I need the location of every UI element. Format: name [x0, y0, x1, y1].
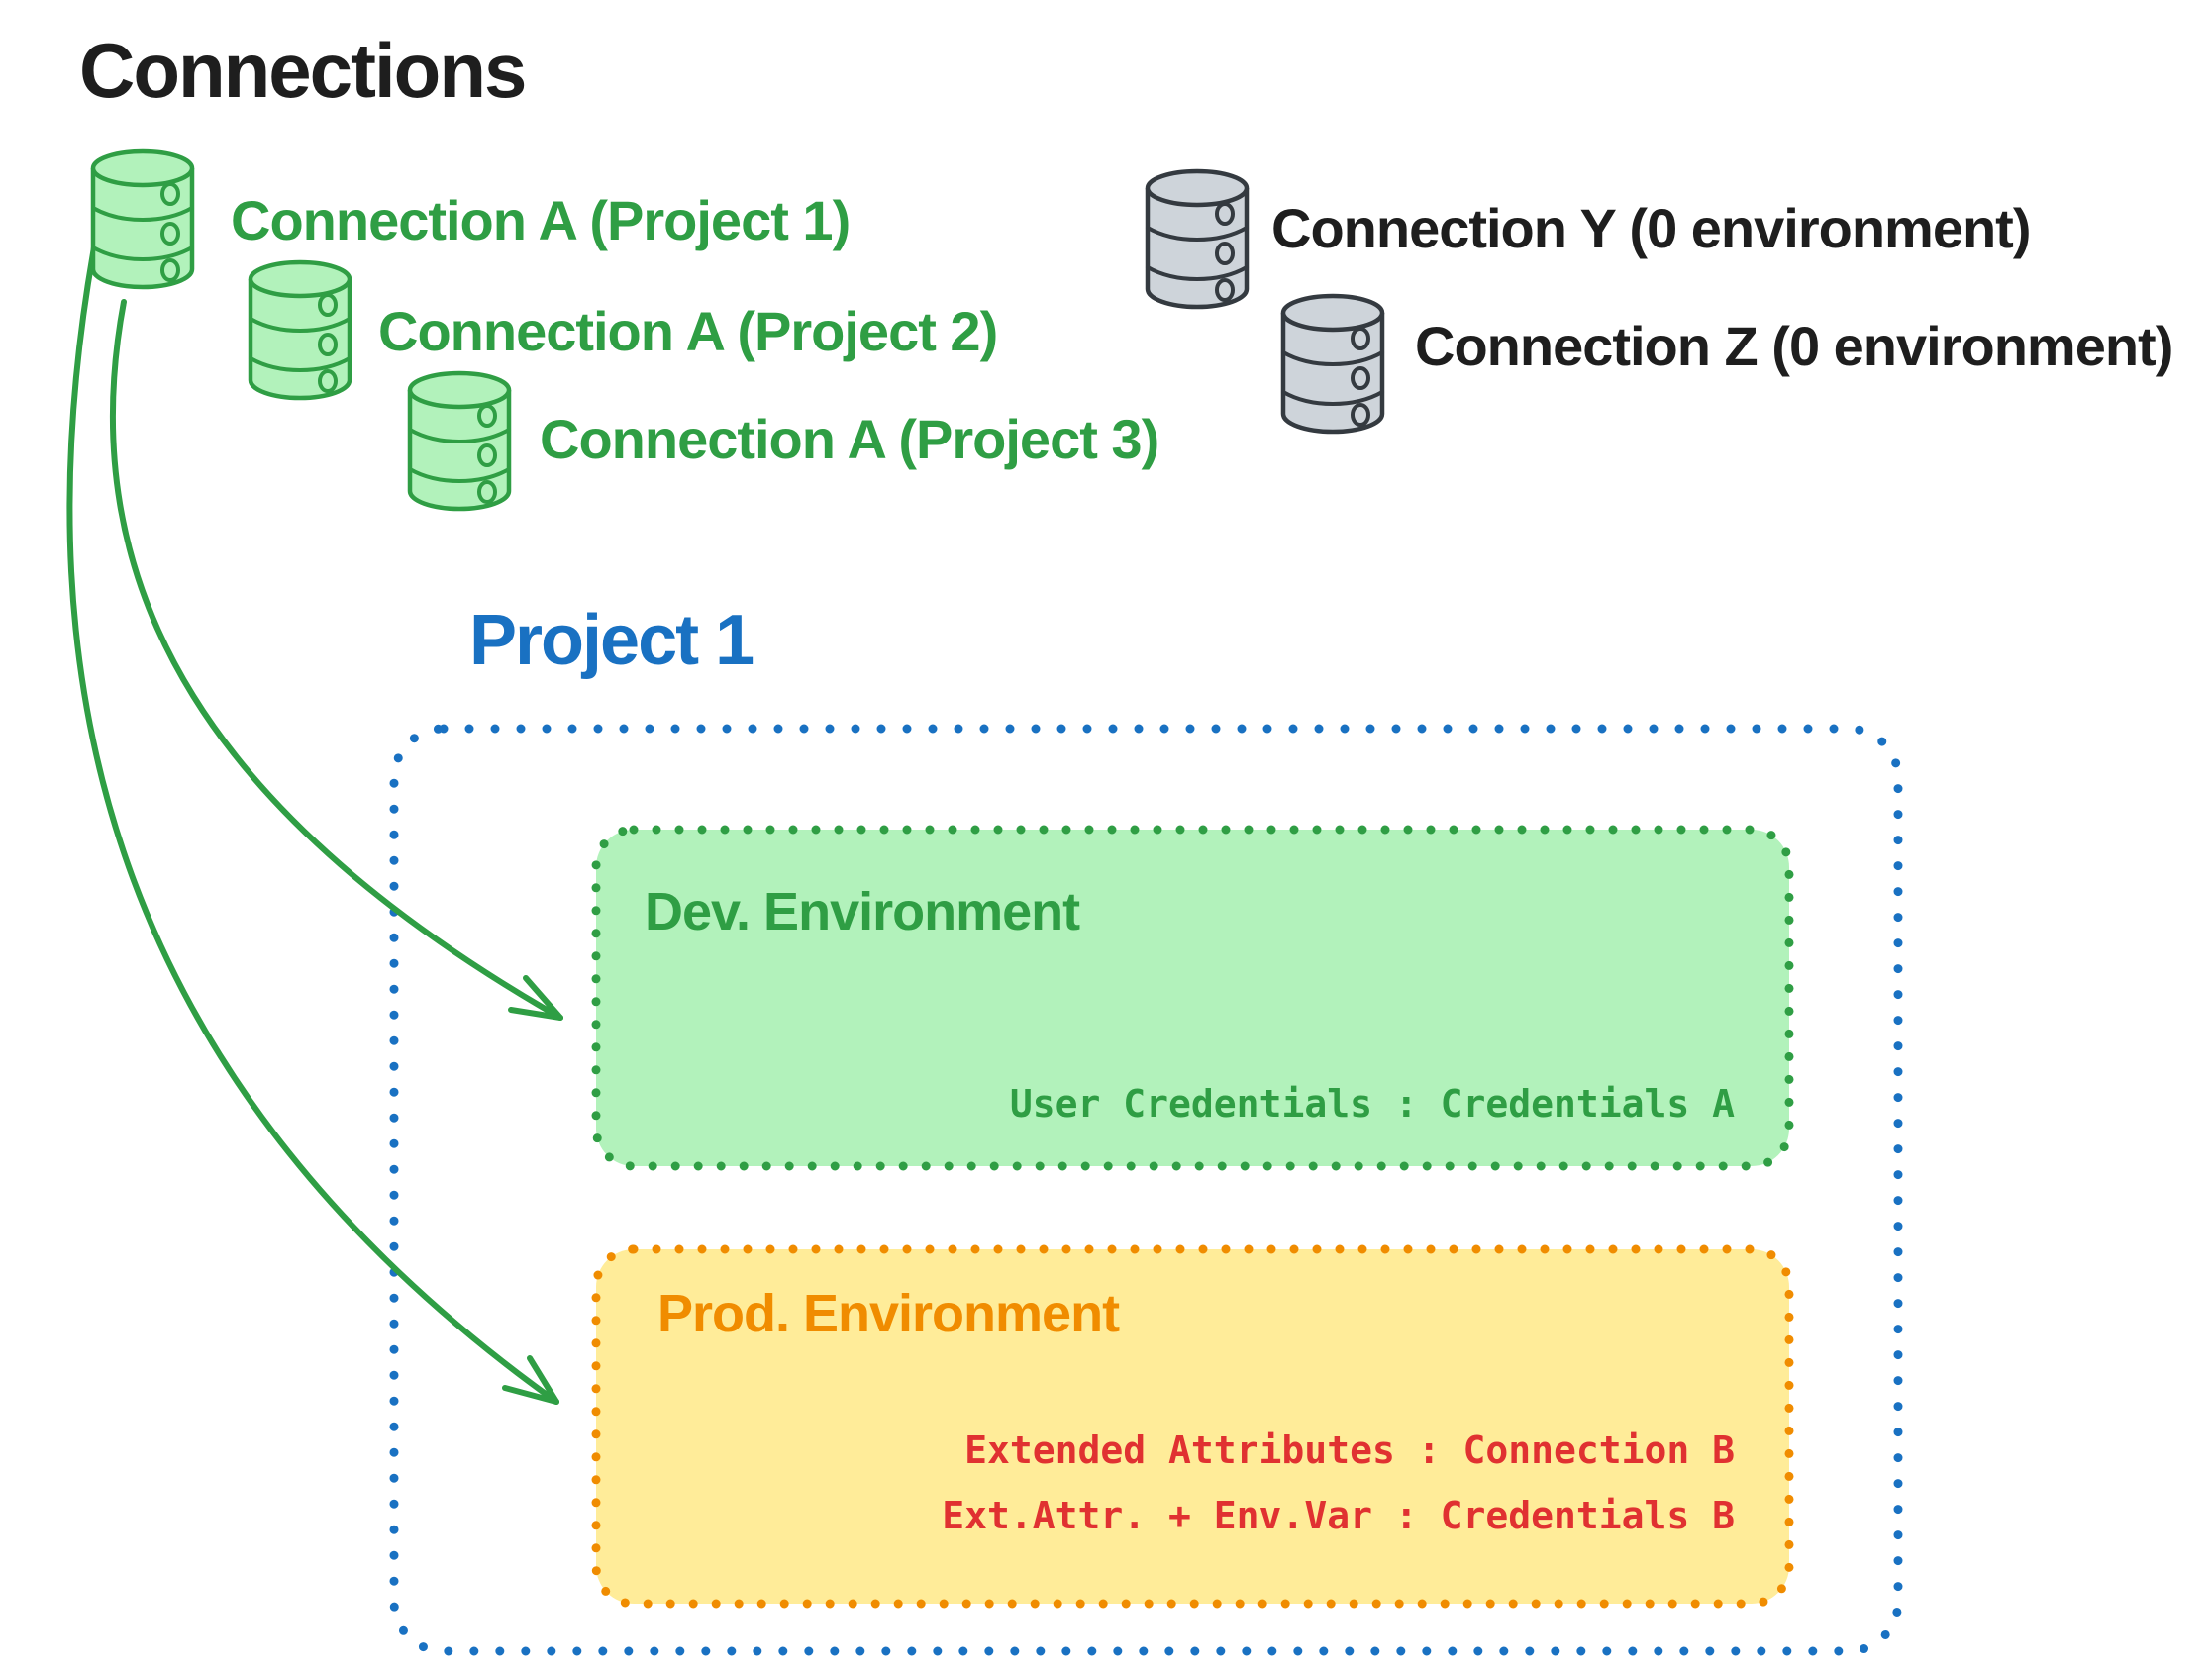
- database-icon: [410, 373, 509, 509]
- database-icon: [251, 262, 350, 398]
- prod-mapping-ext-attr-env-var: Ext.Attr. + Env.Var : Credentials B: [942, 1494, 1735, 1537]
- dev-environment-title: Dev. Environment: [645, 882, 1080, 941]
- diagram-title: Connections: [79, 27, 527, 114]
- arrow-connection-a-to-prod-environment: [66, 245, 559, 1405]
- connection-z-label: Connection Z (0 environment): [1415, 315, 2173, 377]
- project-1-container-box: [389, 724, 1903, 1656]
- connection-a-project-1-label: Connection A (Project 1): [231, 189, 851, 251]
- dev-environment-box: [591, 825, 1794, 1171]
- connection-y-label: Connection Y (0 environment): [1271, 197, 2031, 259]
- database-icon: [1283, 296, 1382, 432]
- connection-a-project-2-label: Connection A (Project 2): [378, 300, 998, 362]
- arrow-connection-a-to-dev-environment: [109, 299, 563, 1021]
- prod-credential-mappings: Extended Attributes : Connection B Ext.A…: [596, 1418, 1735, 1548]
- connection-a-project-3-label: Connection A (Project 3): [540, 408, 1159, 470]
- prod-mapping-extended-attributes: Extended Attributes : Connection B: [964, 1428, 1735, 1472]
- prod-environment-box: [591, 1244, 1794, 1609]
- database-icon: [93, 151, 192, 287]
- prod-environment-title: Prod. Environment: [657, 1284, 1120, 1343]
- dev-credential-mapping: User Credentials : Credentials A: [1009, 1082, 1735, 1126]
- database-icon: [1148, 171, 1247, 307]
- project-1-title: Project 1: [469, 601, 754, 680]
